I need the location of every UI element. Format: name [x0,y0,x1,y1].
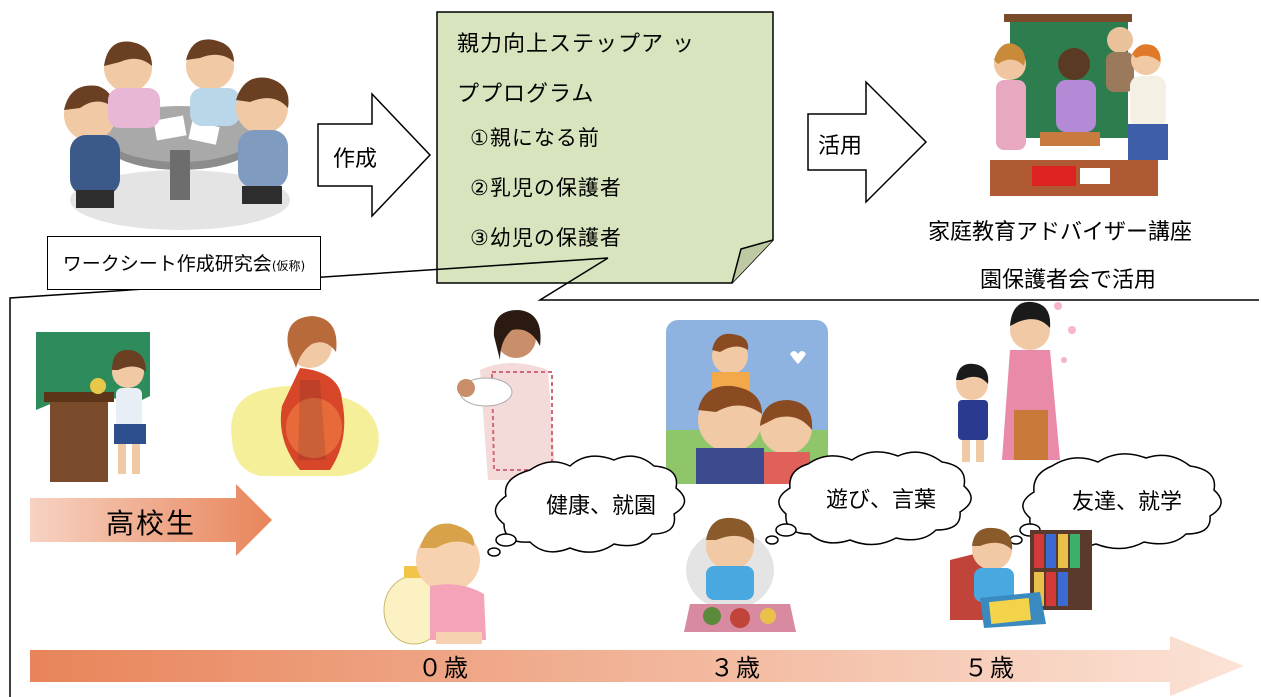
highschool-label: 高校生 [106,507,197,540]
thought-text-2: 友達、就学 [1072,490,1183,515]
program-note [436,11,774,284]
thought-cloud-2 [1009,453,1222,550]
meeting-illustration [64,39,290,230]
use-arrow-label: 活用 [818,134,863,159]
highschool-student-illustration [36,332,150,482]
mother-baby-illustration [457,310,556,480]
pregnant-woman-illustration [231,316,379,476]
highschool-arrow [30,484,272,556]
program-item-1: ①親になる前 [470,126,600,150]
usage-line2: 園保護者会で活用 [980,268,1157,293]
meeting-label-suffix: (仮称) [271,259,306,273]
baby-illustration [383,523,486,645]
usage-line1: 家庭教育アドバイザー講座 [928,220,1193,245]
create-arrow-label: 作成 [333,147,378,172]
thought-cloud-0 [487,455,686,557]
child-eating-illustration [684,517,796,632]
age-0: ０歳 [418,654,470,682]
timeline-arrow [30,636,1244,696]
create-arrow-shape [317,92,432,218]
age-5: ５歳 [964,654,1016,682]
program-item-2: ②乳児の保護者 [470,176,622,200]
meeting-label-box: ワークシート作成研究会(仮称) [47,236,321,290]
child-reading-illustration [950,527,1092,628]
program-item-3: ③幼児の保護者 [470,226,622,250]
program-title-line2: ププログラム [457,82,595,107]
use-arrow-shape [807,80,928,204]
thought-text-0: 健康、就園 [546,494,657,519]
callout-frame [9,257,1259,697]
thought-cloud-1 [765,451,972,546]
thought-text-1: 遊び、言葉 [826,488,937,513]
school-entry-illustration [956,301,1076,462]
age-3: ３歳 [710,654,762,682]
program-title-line1: 親力向上ステップア ッ [457,32,695,57]
meeting-label: ワークシート作成研究会 [62,253,272,275]
family-illustration [666,320,828,484]
classroom-illustration [990,14,1168,196]
